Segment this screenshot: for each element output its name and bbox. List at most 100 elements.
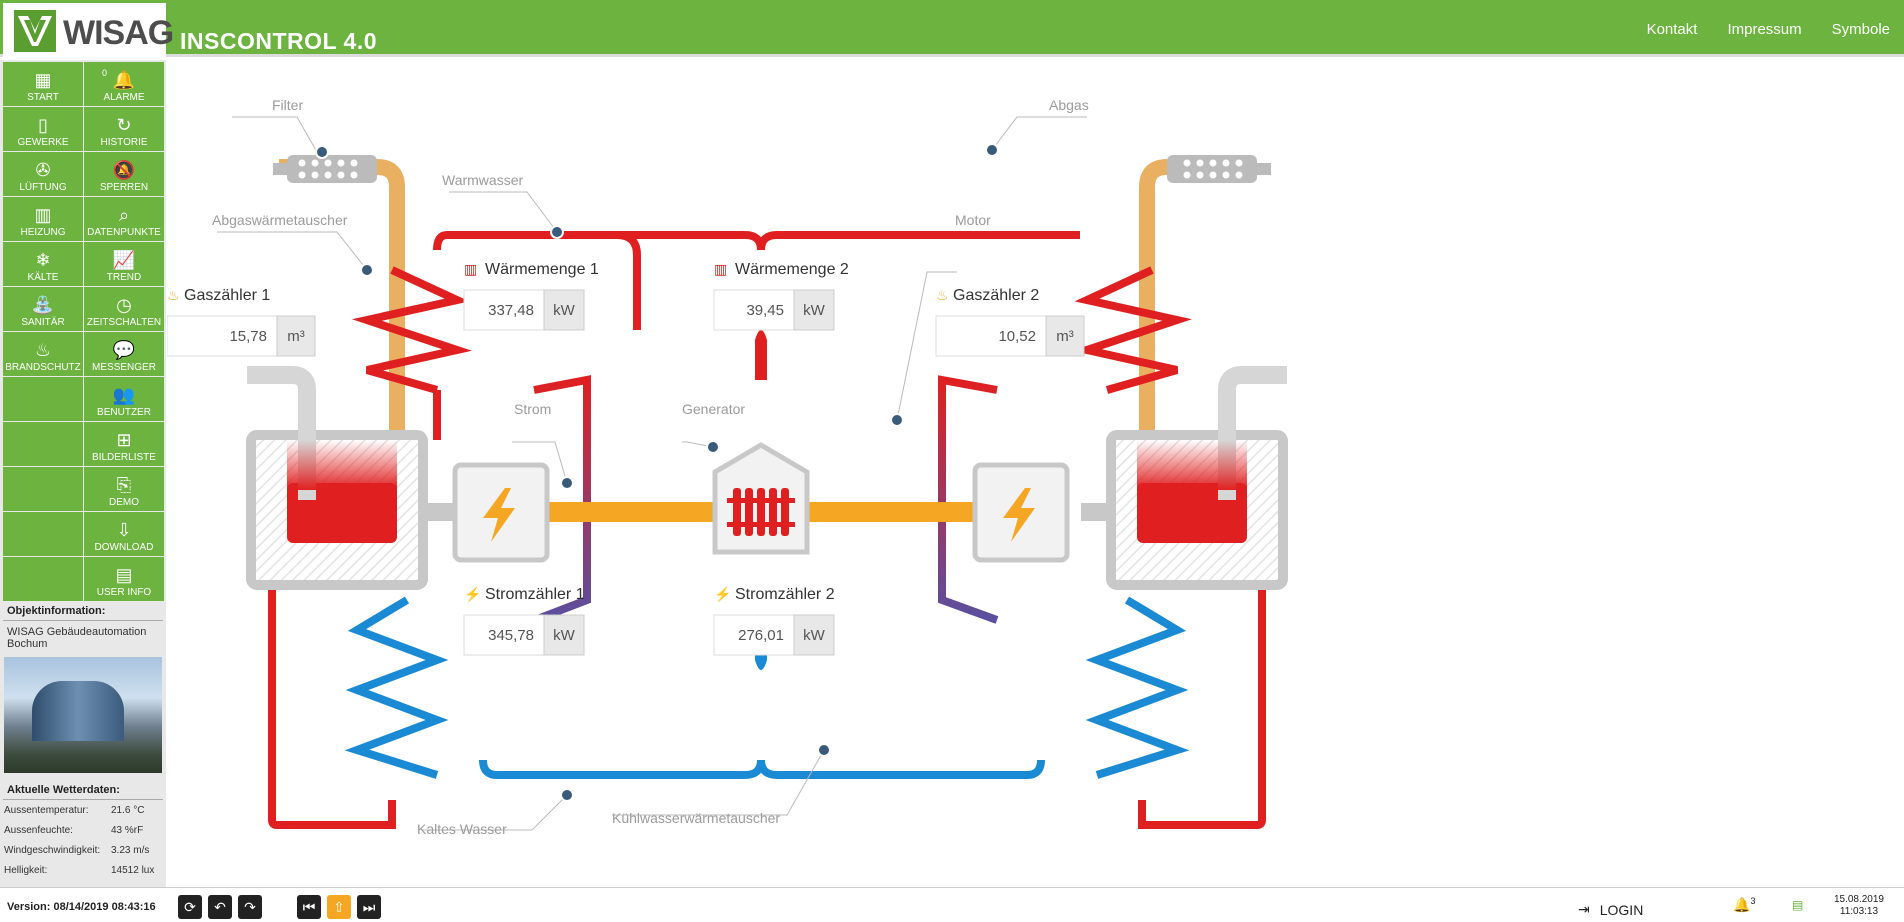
weather-label: Windgeschwindigkeit:	[4, 844, 101, 856]
menu-tile-alarme[interactable]: 0🔔ALARME	[84, 62, 164, 106]
login-label: LOGIN	[1599, 901, 1644, 918]
callout-warmwasser: Warmwasser	[442, 172, 523, 188]
login-button[interactable]: ⇥ LOGIN	[1578, 901, 1643, 918]
version-text: Version: 08/14/2019 08:43:16	[7, 901, 156, 913]
weather-heading: Aktuelle Wetterdaten:	[3, 781, 163, 800]
menu-tile-brandschutz[interactable]: ♨ BRANDSCHUTZ	[3, 332, 83, 376]
callout-motor: Motor	[955, 212, 991, 228]
menu-tile-start[interactable]: ▦START	[3, 62, 83, 106]
menu-tile-sanitär[interactable]: ⛲SANITÄR	[3, 287, 83, 331]
menu-tile-label: DOWNLOAD	[94, 542, 154, 553]
menu-tile-datenpunkte[interactable]: ⌕DATENPUNKTE	[84, 197, 164, 241]
up-level-button[interactable]: ⇧	[327, 895, 351, 919]
menu-tile-benutzer[interactable]: 👥BENUTZER	[84, 377, 164, 421]
callout-dots	[315, 143, 999, 802]
callout-abgaswaermetauscher: Abgaswärmetauscher	[212, 212, 348, 228]
alarm-indicator[interactable]: 🔔3	[1733, 896, 1755, 914]
weather-label: Aussentemperatur:	[4, 804, 89, 816]
menu-tile-label: USER INFO	[96, 587, 152, 598]
alarm-count-badge: 0	[102, 68, 108, 78]
menu-tile-gewerke[interactable]: ▯GEWERKE	[3, 107, 83, 151]
speech-bubble-icon: 💬	[112, 340, 136, 360]
menu-tile-heizung[interactable]: ▥HEIZUNG	[3, 197, 83, 241]
menu-tile-label: HISTORIE	[100, 137, 148, 148]
menu-tile-user-info[interactable]: ▤USER INFO	[84, 557, 164, 601]
menu-tile-label: ZEITSCHALTEN	[86, 317, 162, 328]
chp-plant-diagram: Filter Abgas Warmwasser Abgaswärmetausch…	[166, 60, 1904, 887]
status-bar: Version: 08/14/2019 08:43:16 ⟳ ↶ ↷ ⏮ ⇧ ⏭…	[0, 887, 1904, 922]
app-header: WISAG INSCONTROL 4.0 Kontakt Impressum S…	[0, 0, 1904, 57]
object-info-heading: Objektinformation:	[3, 602, 163, 621]
power-meter-2-value: 276,01	[738, 627, 784, 644]
callouts	[217, 116, 1087, 831]
power-meter-1-value: 345,78	[488, 627, 534, 644]
heat-meter-1-value: 337,48	[488, 302, 534, 319]
radiator-icon: ▥	[464, 261, 477, 277]
menu-tile-demo[interactable]: ⎘DEMO	[84, 467, 164, 511]
menu-tile-empty	[3, 557, 83, 601]
heat-meter-1: ▥ Wärmemenge 1 337,48 kW	[463, 261, 599, 331]
lightning-icon	[1003, 488, 1035, 542]
menu-tile-label: KÄLTE	[27, 272, 59, 283]
back-button[interactable]: ↶	[208, 895, 232, 919]
wisag-logo-mark	[14, 10, 56, 52]
first-page-button[interactable]: ⏮	[297, 895, 321, 919]
faucet-icon: ⛲	[31, 295, 55, 315]
download-doc-icon: ⇩	[116, 520, 132, 540]
menu-tile-trend[interactable]: 📈TREND	[84, 242, 164, 286]
wisag-logo[interactable]: WISAG	[3, 3, 174, 57]
refresh-button[interactable]: ⟳	[178, 895, 202, 919]
door-icon: ▯	[38, 115, 48, 135]
forward-button[interactable]: ↷	[238, 895, 262, 919]
power-meter-1: ⚡ Stromzähler 1 345,78 kW	[463, 586, 585, 656]
skip-back-icon: ⏮	[302, 898, 316, 915]
menu-tile-label: BRANDSCHUTZ	[5, 362, 81, 373]
menu-tile-kälte[interactable]: ❄KÄLTE	[3, 242, 83, 286]
generator-right	[972, 462, 1070, 563]
callout-strom: Strom	[514, 401, 551, 417]
nav-kontakt-link[interactable]: Kontakt	[1646, 21, 1698, 38]
gas-meter-1-value: 15,78	[229, 328, 267, 345]
power-meter-1-unit: kW	[553, 627, 576, 644]
menu-tile-bilderliste[interactable]: ⊞BILDERLISTE	[84, 422, 164, 466]
menu-tile-label: MESSENGER	[92, 362, 156, 373]
fan-icon: ✇	[35, 160, 51, 180]
arrow-right-icon: ↷	[244, 898, 256, 915]
history-icon: ↻	[116, 115, 132, 135]
weather-value: 3.23 m/s	[111, 844, 150, 856]
menu-tile-sperren[interactable]: 🔕SPERREN	[84, 152, 164, 196]
arrow-left-icon: ↶	[214, 898, 226, 915]
callout-kaltes-wasser: Kaltes Wasser	[417, 821, 507, 837]
menu-tile-historie[interactable]: ↻ HISTORIE	[84, 107, 164, 151]
gas-meter-1-unit: m³	[287, 328, 305, 345]
exit-door-icon: ⎘	[116, 475, 132, 495]
building-photo	[4, 657, 162, 773]
heat-meter-1-unit: kW	[553, 302, 576, 319]
current-date: 15.08.2019	[1833, 894, 1884, 905]
top-nav: Kontakt Impressum Symbole	[1647, 21, 1890, 38]
weather-row: Helligkeit:14512 lux	[3, 860, 163, 880]
magnifier-chart-icon: ⌕	[118, 205, 130, 225]
coolant-heat-exchanger-right	[1085, 596, 1190, 780]
menu-tile-empty	[3, 467, 83, 511]
gas-meter-2-label: Gaszähler 2	[953, 287, 1039, 304]
nav-symbole-link[interactable]: Symbole	[1831, 21, 1890, 38]
menu-tile-empty	[3, 377, 83, 421]
clock-icon: ◷	[116, 295, 132, 315]
menu-tile-zeitschalten[interactable]: ◷ ZEITSCHALTEN	[84, 287, 164, 331]
last-page-button[interactable]: ⏭	[357, 895, 381, 919]
connection-icon: ▤	[1792, 898, 1804, 912]
engine-block-right	[1081, 366, 1288, 590]
menu-tile-download[interactable]: ⇩ DOWNLOAD	[84, 512, 164, 556]
refresh-icon: ⟳	[184, 898, 196, 915]
nav-impressum-link[interactable]: Impressum	[1727, 21, 1802, 38]
login-icon: ⇥	[1578, 901, 1590, 917]
gas-meter-2: ♨ Gaszähler 2 10,52 m³	[935, 287, 1085, 357]
menu-tile-messenger[interactable]: 💬 MESSENGER	[84, 332, 164, 376]
sitemap-icon: ⊞	[116, 430, 132, 450]
flame-icon: ♨	[936, 287, 949, 303]
menu-tile-lüftung[interactable]: ✇LÜFTUNG	[3, 152, 83, 196]
flame-icon: ♨	[34, 340, 52, 360]
